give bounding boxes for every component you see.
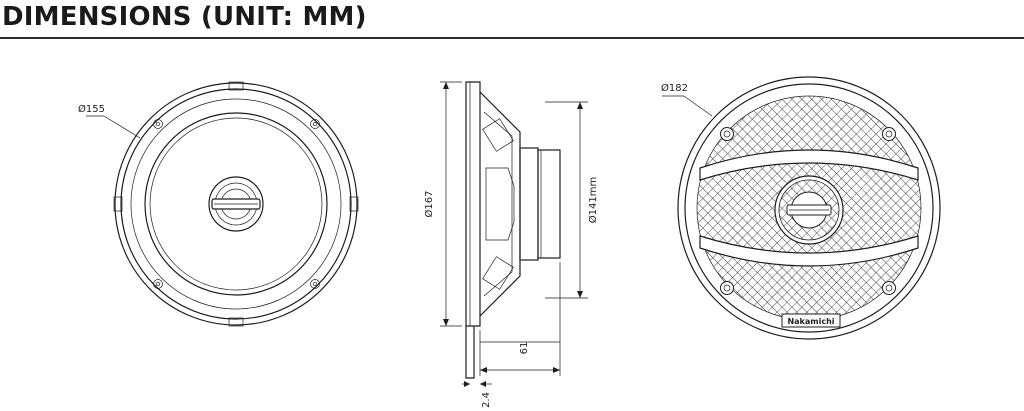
grille-view: Nakamichi Ø182 [661,76,941,340]
front-cone-surround [149,117,323,291]
front-tweeter [208,176,264,232]
side-mount-diameter-label: Ø167 [423,191,435,218]
front-screw-holes [153,119,320,289]
brand-badge-text: Nakamichi [787,317,834,326]
title-divider [0,37,1024,39]
grille-leader-diagonal [683,95,713,117]
grille-top-bar [699,149,919,181]
side-magnet-diameter-label: Ø141mm [587,177,599,223]
side-flange-thickness-label: 2.4 [481,392,492,408]
side-flange-extension [465,326,475,379]
front-rim-inner [120,88,352,320]
front-diameter-label: Ø155 [78,103,105,115]
side-depth-label: 61 [519,342,530,355]
grille-outer-rim [677,76,941,340]
side-magnet-plate [519,147,539,261]
side-view: Ø167 Ø141mm 61 2.4 [423,81,599,408]
front-mounting-tabs [113,81,359,327]
side-flange [465,81,481,327]
front-outer-rim [114,82,358,326]
grille-screw-holes [720,127,896,295]
grille-diameter-label: Ø182 [661,82,688,94]
front-frame-ring [130,98,342,310]
front-view: Ø155 [78,81,359,327]
front-leader-diagonal [103,115,141,139]
grille-tweeter [774,175,844,245]
grille-rim-inner [684,83,934,333]
side-magnet [537,149,561,259]
grille-bottom-bar [699,235,919,267]
brand-badge: Nakamichi [781,313,841,328]
page-title: DIMENSIONS (UNIT: MM) [2,2,367,32]
front-cone-edge [144,112,328,296]
